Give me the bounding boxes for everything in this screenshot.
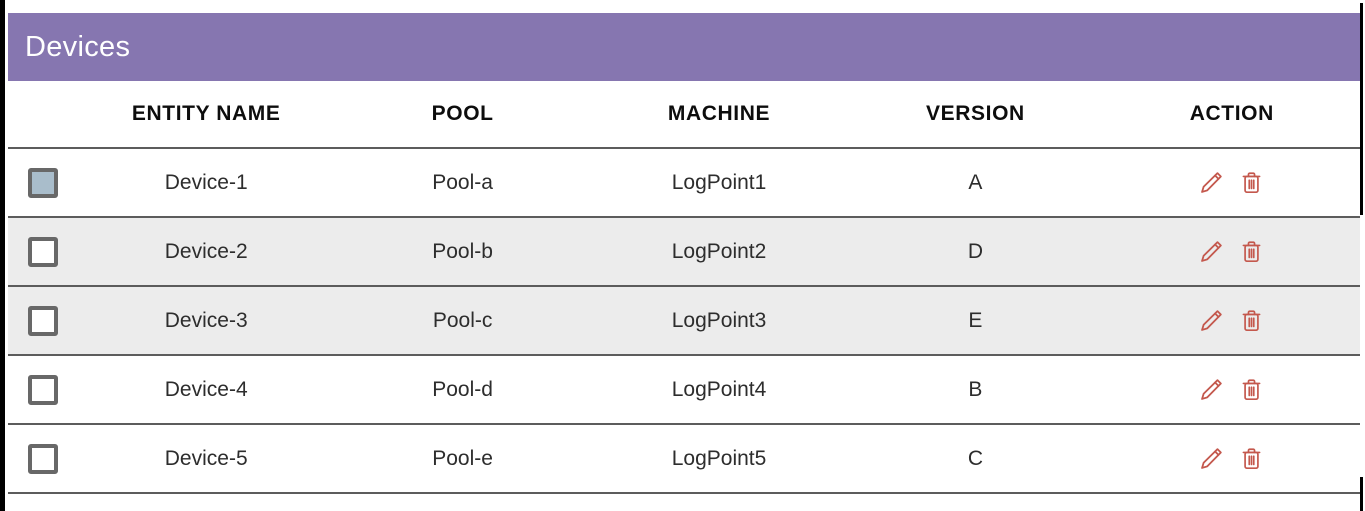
pencil-icon (1201, 172, 1223, 193)
pool-cell: Pool-a (432, 170, 493, 194)
action-cell (1104, 307, 1360, 334)
trash-icon (1242, 241, 1261, 263)
pencil-icon (1201, 310, 1223, 331)
trash-icon (1242, 310, 1261, 332)
checkbox-cell (8, 236, 78, 267)
table-header-row: ENTITY NAME POOL MACHINE VERSION ACTION (8, 81, 1360, 149)
edit-button[interactable] (1198, 307, 1225, 334)
edit-button[interactable] (1198, 238, 1225, 265)
table-row: Device-1 Pool-a LogPoint1 A (8, 149, 1360, 218)
row-select-checkbox[interactable] (28, 305, 58, 336)
entity-name-cell: Device-2 (164, 239, 248, 263)
pool-cell: Pool-e (432, 446, 493, 470)
version-cell: C (967, 446, 983, 470)
window-edge-left (0, 0, 5, 511)
devices-panel: Devices ENTITY NAME POOL MACHINE VERSION… (8, 13, 1360, 494)
window-edge-right-bottom (1360, 477, 1363, 511)
checkbox-cell (8, 167, 78, 198)
delete-button[interactable] (1238, 238, 1265, 265)
column-header-action: ACTION (1189, 102, 1274, 125)
machine-cell: LogPoint3 (671, 308, 767, 332)
row-select-checkbox[interactable] (28, 236, 58, 267)
pencil-icon (1201, 448, 1223, 469)
delete-button[interactable] (1238, 307, 1265, 334)
action-cell (1104, 445, 1360, 472)
pencil-icon (1201, 379, 1223, 400)
entity-name-cell: Device-1 (164, 170, 248, 194)
version-cell: A (968, 170, 983, 194)
table-row: Device-4 Pool-d LogPoint4 B (8, 356, 1360, 425)
checkbox-cell (8, 374, 78, 405)
action-cell (1104, 169, 1360, 196)
edit-button[interactable] (1198, 376, 1225, 403)
checkbox-cell (8, 305, 78, 336)
pool-cell: Pool-b (432, 239, 493, 263)
trash-icon (1242, 172, 1261, 194)
row-select-checkbox[interactable] (28, 167, 58, 198)
version-cell: D (967, 239, 983, 263)
edit-button[interactable] (1198, 169, 1225, 196)
table-row: Device-2 Pool-b LogPoint2 D (8, 218, 1360, 287)
edit-button[interactable] (1198, 445, 1225, 472)
panel-title: Devices (25, 30, 131, 63)
row-select-checkbox[interactable] (28, 374, 58, 405)
column-header-machine: MACHINE (667, 102, 771, 125)
checkbox-cell (8, 443, 78, 474)
panel-header: Devices (8, 13, 1360, 81)
machine-cell: LogPoint4 (671, 377, 767, 401)
machine-cell: LogPoint2 (671, 239, 767, 263)
trash-icon (1242, 379, 1261, 401)
version-cell: B (968, 377, 983, 401)
column-header-version: VERSION (926, 102, 1025, 125)
entity-name-cell: Device-5 (164, 446, 248, 470)
entity-name-cell: Device-3 (164, 308, 248, 332)
machine-cell: LogPoint1 (671, 170, 767, 194)
delete-button[interactable] (1238, 376, 1265, 403)
pencil-icon (1201, 241, 1223, 262)
action-cell (1104, 376, 1360, 403)
version-cell: E (968, 308, 983, 332)
machine-cell: LogPoint5 (671, 446, 767, 470)
column-header-entity-name: ENTITY NAME (131, 102, 281, 125)
window-edge-right-top (1360, 3, 1363, 215)
pool-cell: Pool-c (432, 308, 493, 332)
delete-button[interactable] (1238, 169, 1265, 196)
trash-icon (1242, 448, 1261, 470)
column-header-pool: POOL (431, 102, 494, 125)
row-select-checkbox[interactable] (28, 443, 58, 474)
entity-name-cell: Device-4 (164, 377, 248, 401)
delete-button[interactable] (1238, 445, 1265, 472)
pool-cell: Pool-d (432, 377, 493, 401)
action-cell (1104, 238, 1360, 265)
table-row: Device-5 Pool-e LogPoint5 C (8, 425, 1360, 494)
table-row: Device-3 Pool-c LogPoint3 E (8, 287, 1360, 356)
